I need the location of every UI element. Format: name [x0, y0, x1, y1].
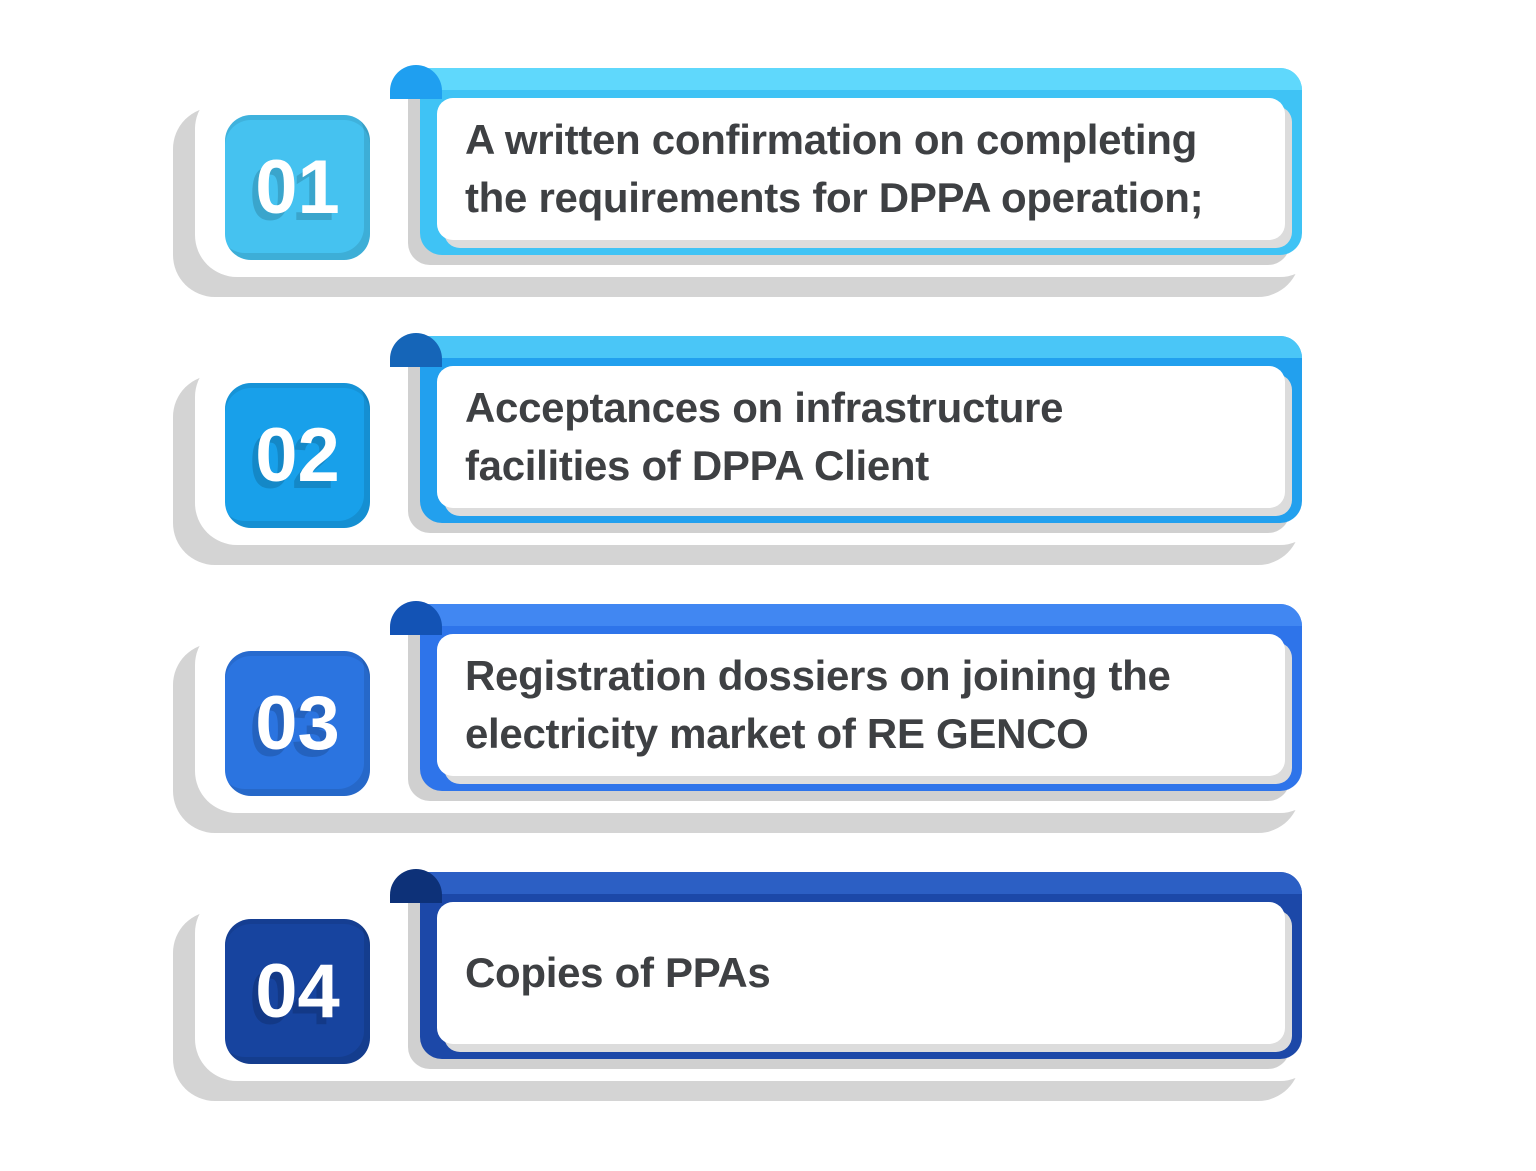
step-number-box: 02	[225, 383, 370, 528]
step-card: Acceptances on infrastructure facilities…	[390, 333, 1302, 523]
step-row-3: Registration dossiers on joining the ele…	[0, 601, 1536, 848]
card-text-panel: Acceptances on infrastructure facilities…	[437, 366, 1285, 508]
step-text-line: electricity market of RE GENCO	[465, 710, 1089, 757]
step-number: 03	[255, 680, 340, 766]
step-text-line: Copies of PPAs	[465, 949, 771, 996]
step-text: A written confirmation on completing the…	[465, 111, 1275, 227]
folder-top-bar	[420, 872, 1302, 894]
step-number-box: 03	[225, 651, 370, 796]
step-text: Registration dossiers on joining the ele…	[465, 647, 1275, 763]
step-number-box: 01	[225, 115, 370, 260]
step-text-line: A written confirmation on completing	[465, 116, 1197, 163]
folder-top-bar	[420, 336, 1302, 358]
card-text-panel: A written confirmation on completing the…	[437, 98, 1285, 240]
step-text-line: facilities of DPPA Client	[465, 442, 929, 489]
step-number: 04	[255, 948, 340, 1034]
step-card: Copies of PPAs	[390, 869, 1302, 1059]
folder-fold-corner	[390, 333, 442, 367]
step-number-box: 04	[225, 919, 370, 1064]
step-text: Copies of PPAs	[465, 944, 1275, 1002]
step-text-line: Acceptances on infrastructure	[465, 384, 1064, 431]
step-row-4: Copies of PPAs 04	[0, 869, 1536, 1116]
step-text-line: the requirements for DPPA operation;	[465, 174, 1204, 221]
step-card: A written confirmation on completing the…	[390, 65, 1302, 255]
folder-fold-corner	[390, 65, 442, 99]
folder-fold-corner	[390, 869, 442, 903]
step-text-line: Registration dossiers on joining the	[465, 652, 1171, 699]
step-text: Acceptances on infrastructure facilities…	[465, 379, 1275, 495]
folder-fold-corner	[390, 601, 442, 635]
step-number: 02	[255, 412, 340, 498]
card-text-panel: Copies of PPAs	[437, 902, 1285, 1044]
card-text-panel: Registration dossiers on joining the ele…	[437, 634, 1285, 776]
step-row-1: A written confirmation on completing the…	[0, 65, 1536, 312]
folder-top-bar	[420, 68, 1302, 90]
step-row-2: Acceptances on infrastructure facilities…	[0, 333, 1536, 580]
step-card: Registration dossiers on joining the ele…	[390, 601, 1302, 791]
step-number: 01	[255, 144, 340, 230]
folder-top-bar	[420, 604, 1302, 626]
